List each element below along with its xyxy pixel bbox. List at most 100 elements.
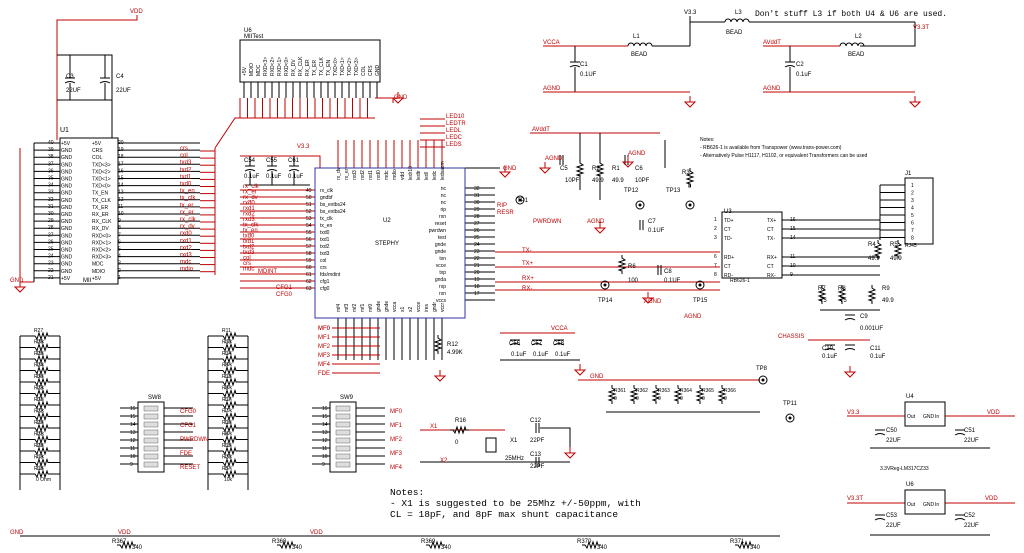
tp11-icon — [785, 413, 795, 423]
sw9-toggle[interactable] — [335, 413, 351, 420]
sw9-toggle[interactable] — [335, 429, 351, 436]
sw8-toggle[interactable] — [143, 421, 159, 428]
res_mid-val: 10k — [224, 385, 233, 391]
u2-left-num: 63 — [306, 286, 312, 292]
u2-right-num: 26 — [474, 228, 480, 234]
r2-ref: R2 — [592, 166, 600, 172]
u1-left-num: 33 — [48, 190, 54, 196]
res_mid-resistor — [220, 446, 239, 456]
resr-net: RESR — [497, 210, 514, 216]
u2-bottom-pin: mf4 — [336, 303, 342, 312]
r1-ref: R1 — [612, 166, 620, 172]
c3-capacitor — [64, 77, 76, 84]
agnd-2-symbol — [908, 96, 922, 108]
res_left-val: 10k — [36, 339, 45, 345]
u1-ref: U1 — [60, 127, 69, 134]
agnd-1: AGND — [543, 86, 561, 92]
u1-right-num: 9 — [118, 218, 121, 224]
u1-right-pin: COL — [92, 155, 103, 161]
u2-right-pin: pwrdwn — [429, 228, 446, 234]
res_mid-resistor — [220, 434, 239, 445]
led-net-label: LEDTR — [446, 121, 466, 127]
c2-capacitor — [784, 61, 796, 68]
u2-left-pin: cfg1 — [320, 279, 330, 285]
u2-top-pin: ledc — [432, 170, 438, 180]
c9-val: 0.001UF — [860, 326, 883, 332]
u2-top-pin: ledl — [424, 172, 430, 180]
u2-right-num: 32 — [474, 186, 480, 192]
u2-left-num: 51 — [306, 202, 312, 208]
u3-right-num: 10 — [790, 263, 796, 269]
sw9-toggle[interactable] — [335, 421, 351, 428]
u2-left-num: 55 — [306, 230, 312, 236]
bottom-res-val: 340 — [441, 545, 452, 551]
mii-net-label: txd0 — [180, 182, 192, 188]
sw8-dip-switch[interactable] — [137, 401, 165, 473]
u1-right-num: 3 — [118, 261, 121, 267]
r5-resistor — [893, 240, 903, 259]
u1-left-pin: GND — [61, 205, 73, 211]
c13-val: 22PF — [530, 464, 545, 470]
u1-left-num: 35 — [48, 176, 54, 182]
sw8-toggle[interactable] — [143, 445, 159, 452]
r8-val: 75 — [840, 298, 847, 304]
sw9-toggle[interactable] — [335, 405, 351, 412]
led-res-val: 0 — [658, 396, 661, 402]
u2-top-pin: ledsacm — [440, 161, 446, 180]
sw8-toggle[interactable] — [143, 461, 159, 468]
u2-left-pin: gndbf — [320, 195, 333, 201]
sw8-toggle[interactable] — [143, 405, 159, 412]
sw9-toggle[interactable] — [335, 453, 351, 460]
r3-val: 0 — [688, 184, 692, 190]
u2-left-num: 53 — [306, 216, 312, 222]
u2-left-num: 50 — [306, 195, 312, 201]
u1-name: MII — [83, 278, 92, 284]
u1-left-pin: GND — [61, 177, 73, 183]
u1-left-num: 21 — [48, 275, 54, 281]
u2-cap-ref: C55 — [266, 158, 278, 164]
mii-net-label: rx_er — [180, 210, 194, 216]
x1-ref: X1 — [510, 438, 518, 444]
u2-bottom-pin: gnde — [384, 301, 390, 312]
res_mid-val: 10k — [224, 477, 233, 483]
bottom-res-val: 340 — [597, 545, 608, 551]
cfg-net-label: CFG1 — [180, 423, 197, 429]
sw8-toggle[interactable] — [143, 413, 159, 420]
sw8-toggle[interactable] — [143, 453, 159, 460]
res_left-val: 10k — [36, 431, 45, 437]
sw9-toggle[interactable] — [335, 461, 351, 468]
u2-left-net: txd3 — [243, 250, 255, 256]
u3-left-num: 3 — [714, 235, 717, 241]
mii-net-label: rxd3 — [180, 253, 192, 259]
u2-left-pin: crs — [320, 265, 327, 271]
l3-bead — [724, 18, 750, 23]
c2-ref: C2 — [796, 62, 804, 68]
sw8-toggle[interactable] — [143, 429, 159, 436]
u2-left-pin: tx_clk — [320, 216, 333, 222]
c57-val: 0.1uF — [533, 352, 549, 358]
sw8-toggle[interactable] — [143, 437, 159, 444]
x2-net: X2 — [440, 458, 448, 464]
u2-left-net: col — [243, 256, 251, 262]
sw9-toggle[interactable] — [335, 437, 351, 444]
x1-val: 25MHz — [505, 456, 524, 462]
res_left-ref: R25 — [34, 351, 43, 357]
sw9-dip-switch[interactable] — [329, 401, 357, 473]
vdd-bm: VDD — [310, 530, 323, 536]
sw9-toggle[interactable] — [335, 445, 351, 452]
u2-stephy-chip — [314, 167, 466, 319]
tp8-icon — [758, 375, 768, 385]
u3-left-pin: RD+ — [724, 255, 734, 261]
res_left-resistor — [32, 354, 51, 364]
u1-left-pin: GND — [61, 269, 73, 275]
l2-ref: L2 — [855, 34, 862, 40]
u2-bottom-pin: ires — [424, 303, 430, 312]
u3-left-num: 6 — [714, 254, 717, 260]
c8-capacitor — [657, 265, 662, 275]
net-vdd: VDD — [130, 9, 143, 15]
mdint-net: MDINT — [258, 269, 277, 275]
led-res-val: 0 — [636, 396, 639, 402]
l2-bead — [839, 42, 865, 47]
j1-pin: 8 — [911, 236, 914, 242]
